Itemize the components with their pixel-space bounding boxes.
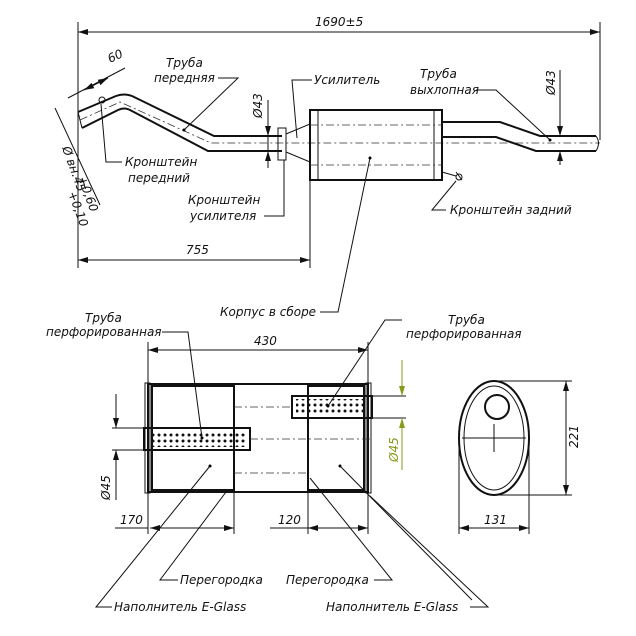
label-reinforcer-bracket: Кронштейн	[188, 193, 260, 207]
perforated-tube-right	[291, 395, 373, 419]
label-front-pipe: Труба	[166, 56, 203, 70]
front-offset-dimension	[83, 77, 109, 91]
left-tube-diameter: Ø45	[99, 475, 113, 501]
right-tube-diameter: Ø45	[387, 437, 401, 463]
svg-text:передняя: передняя	[154, 71, 215, 85]
svg-text:передний: передний	[128, 171, 190, 185]
body-length-value: 430	[254, 334, 277, 348]
rear-bracket	[441, 171, 463, 181]
label-reinforcer: Усилитель	[314, 73, 380, 87]
front-pipe	[77, 93, 282, 137]
filler-right	[307, 385, 365, 491]
height-value: 221	[567, 425, 581, 448]
body-position-value: 755	[186, 243, 209, 257]
muffler-body	[309, 109, 443, 181]
reinforcer-bracket	[277, 127, 287, 161]
pipe-centerline	[79, 101, 600, 144]
label-rear-bracket: Кронштейн задний	[450, 203, 572, 217]
outlet-opening	[484, 394, 510, 420]
label-filler-left: Наполнитель E-Glass	[114, 600, 246, 614]
label-tail-pipe: Труба	[420, 67, 457, 81]
tail-pipe	[442, 121, 596, 137]
svg-text:перфорированная: перфорированная	[46, 325, 162, 339]
svg-text:усилителя: усилителя	[189, 209, 256, 223]
front-offset-value: 60	[105, 46, 125, 65]
label-front-bracket: Кронштейн	[125, 155, 197, 169]
right-chamber-value: 120	[278, 513, 301, 527]
section-view: 430 Ø45 Ø45 170 120 Труба перфорированна…	[46, 311, 522, 614]
left-chamber-value: 170	[120, 513, 143, 527]
svg-text:выхлопная: выхлопная	[410, 83, 479, 97]
end-view: 221 131	[458, 380, 581, 534]
svg-text:перфорированная: перфорированная	[406, 327, 522, 341]
label-filler-right: Наполнитель E-Glass	[326, 600, 458, 614]
label-partition-right: Перегородка	[286, 573, 369, 587]
front-pipe-diameter: Ø43	[251, 93, 265, 119]
label-body-assembly: Корпус в сборе	[220, 305, 316, 319]
top-view: 1690±5 60 Ø вн.45 +0,60 +0,10 Ø43	[54, 15, 601, 319]
label-partition-left: Перегородка	[180, 573, 263, 587]
tail-pipe-diameter: Ø43	[544, 70, 558, 96]
label-perforated-tube-left: Труба	[85, 311, 122, 325]
label-perforated-tube-right: Труба	[448, 313, 485, 327]
overall-length-value: 1690±5	[315, 15, 363, 29]
front-bracket	[98, 96, 106, 104]
width-value: 131	[484, 513, 507, 527]
